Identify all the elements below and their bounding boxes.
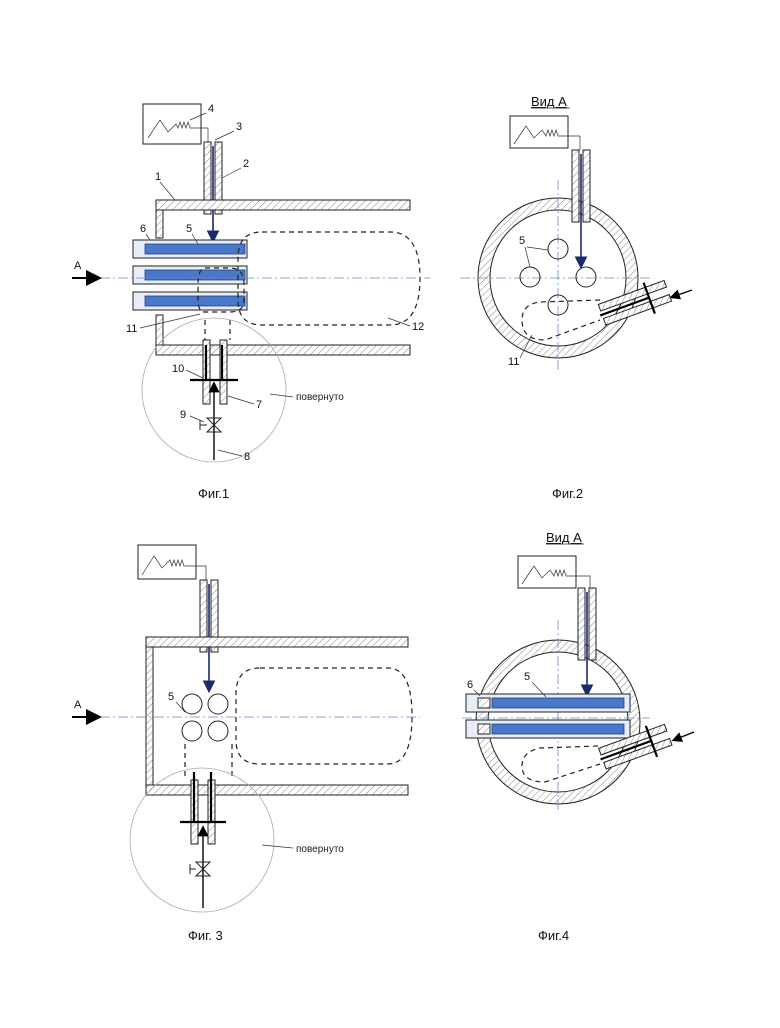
label-3: 3 [236, 121, 242, 133]
label-12: 12 [412, 321, 424, 333]
caption-fig-2: Фиг.2 [552, 486, 583, 501]
label-4: 4 [208, 103, 214, 115]
figure-2: Вид А 5 11 Фиг.2 [460, 94, 692, 501]
figure-3: A 5 повернуто Фиг. 3 [72, 545, 420, 943]
arrow-label: A [74, 260, 82, 272]
arrow-label: A [74, 699, 82, 711]
label-5: 5 [186, 223, 192, 235]
label-5: 5 [168, 691, 174, 703]
label-5: 5 [519, 235, 525, 247]
figure-4: Вид А 6 5 [462, 530, 694, 943]
figure-1: A повернуто 4 3 2 1 6 5 11 12 10 [72, 103, 430, 501]
label-5: 5 [524, 671, 530, 683]
view-title: Вид А [531, 94, 567, 109]
electrode-rods [133, 240, 247, 310]
label-1: 1 [155, 171, 161, 183]
valve-icon [190, 862, 210, 876]
power-source-icon [510, 116, 580, 150]
power-source-icon [518, 556, 590, 588]
power-source-icon [138, 545, 206, 580]
label-7: 7 [256, 399, 262, 411]
label-8: 8 [244, 451, 250, 463]
rotated-note: повернуто [296, 844, 344, 855]
caption-fig-4: Фиг.4 [538, 928, 569, 943]
view-title: Вид А [546, 530, 582, 545]
caption-fig-3: Фиг. 3 [188, 928, 223, 943]
label-10: 10 [172, 363, 184, 375]
label-6: 6 [467, 679, 473, 691]
caption-fig-1: Фиг.1 [198, 486, 229, 501]
rotated-note: повернуто [296, 392, 344, 403]
label-6: 6 [140, 223, 146, 235]
label-9: 9 [180, 409, 186, 421]
label-2: 2 [243, 158, 249, 170]
label-11: 11 [126, 323, 137, 335]
label-11: 11 [508, 356, 519, 368]
valve-icon [200, 418, 221, 432]
power-source-icon [143, 104, 208, 144]
